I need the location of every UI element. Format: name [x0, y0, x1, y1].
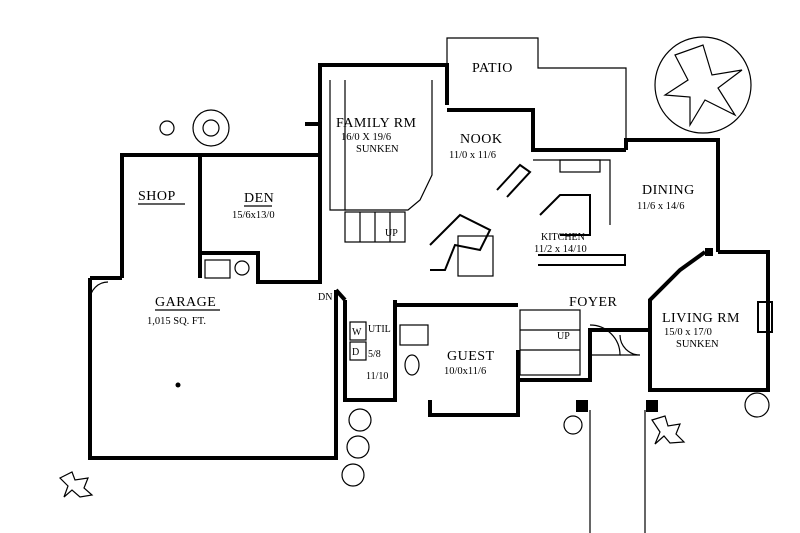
- dryer-label: D: [352, 347, 359, 358]
- tree-icon: [654, 36, 752, 134]
- living-room-label: LIVING RM: [662, 311, 740, 326]
- room-label-garage: GARAGE 1,015 SQ. FT.: [147, 295, 220, 327]
- room-label-guest: GUEST 10/0x11/6: [444, 349, 495, 377]
- stair-labels: UP UP DN W D: [318, 228, 570, 358]
- guest-label: GUEST: [447, 349, 495, 364]
- dining-label: DINING: [642, 183, 695, 198]
- room-label-family: FAMILY RM 16/0 X 19/6 SUNKEN: [336, 116, 417, 155]
- family-room-dims: 16/0 X 19/6: [341, 132, 391, 143]
- util-label: UTIL: [368, 324, 391, 335]
- den-label: DEN: [244, 191, 274, 206]
- room-label-foyer: FOYER: [569, 295, 618, 310]
- nook-label: NOOK: [460, 132, 502, 147]
- room-label-dining: DINING 11/6 x 14/6: [637, 183, 695, 212]
- nook-dims: 11/0 x 11/6: [449, 150, 496, 161]
- stair-up-family: UP: [385, 228, 398, 239]
- den-dims: 15/6x13/0: [232, 210, 275, 221]
- room-label-patio: PATIO: [472, 61, 513, 76]
- stair-down: DN: [318, 292, 332, 303]
- interior-lines: [89, 80, 773, 533]
- washer-label: W: [352, 327, 362, 338]
- shrub-icon: [159, 109, 230, 147]
- room-label-living: LIVING RM 15/0 x 17/0 SUNKEN: [662, 311, 740, 350]
- guest-dims: 10/0x11/6: [444, 366, 486, 377]
- room-label-kitchen: KITCHEN 11/2 x 14/10: [534, 232, 587, 255]
- kitchen-label: KITCHEN: [541, 232, 585, 243]
- foyer-label: FOYER: [569, 295, 618, 310]
- util-dims: 5/8: [368, 349, 381, 360]
- patio-slab: [446, 37, 627, 150]
- living-room-note: SUNKEN: [676, 339, 719, 350]
- shrub-icon: [341, 392, 770, 487]
- stair-up-main: UP: [557, 331, 570, 342]
- exterior-walls: [88, 63, 770, 460]
- room-label-den: DEN 15/6x13/0: [232, 191, 275, 221]
- room-label-shop: SHOP: [138, 189, 185, 205]
- util-dims-2: 11/10: [366, 371, 388, 382]
- shop-label: SHOP: [138, 189, 176, 204]
- kitchen-dims: 11/2 x 14/10: [534, 244, 587, 255]
- room-label-nook: NOOK 11/0 x 11/6: [449, 132, 502, 161]
- living-room-dims: 15/0 x 17/0: [664, 327, 712, 338]
- tree-icon: [58, 415, 686, 498]
- garage-area: 1,015 SQ. FT.: [147, 316, 206, 327]
- family-room-note: SUNKEN: [356, 144, 399, 155]
- garage-label: GARAGE: [155, 295, 216, 310]
- family-room-label: FAMILY RM: [336, 116, 417, 131]
- patio-label: PATIO: [472, 61, 513, 76]
- room-label-util: UTIL 5/8 11/10: [366, 324, 391, 382]
- dining-dims: 11/6 x 14/6: [637, 201, 684, 212]
